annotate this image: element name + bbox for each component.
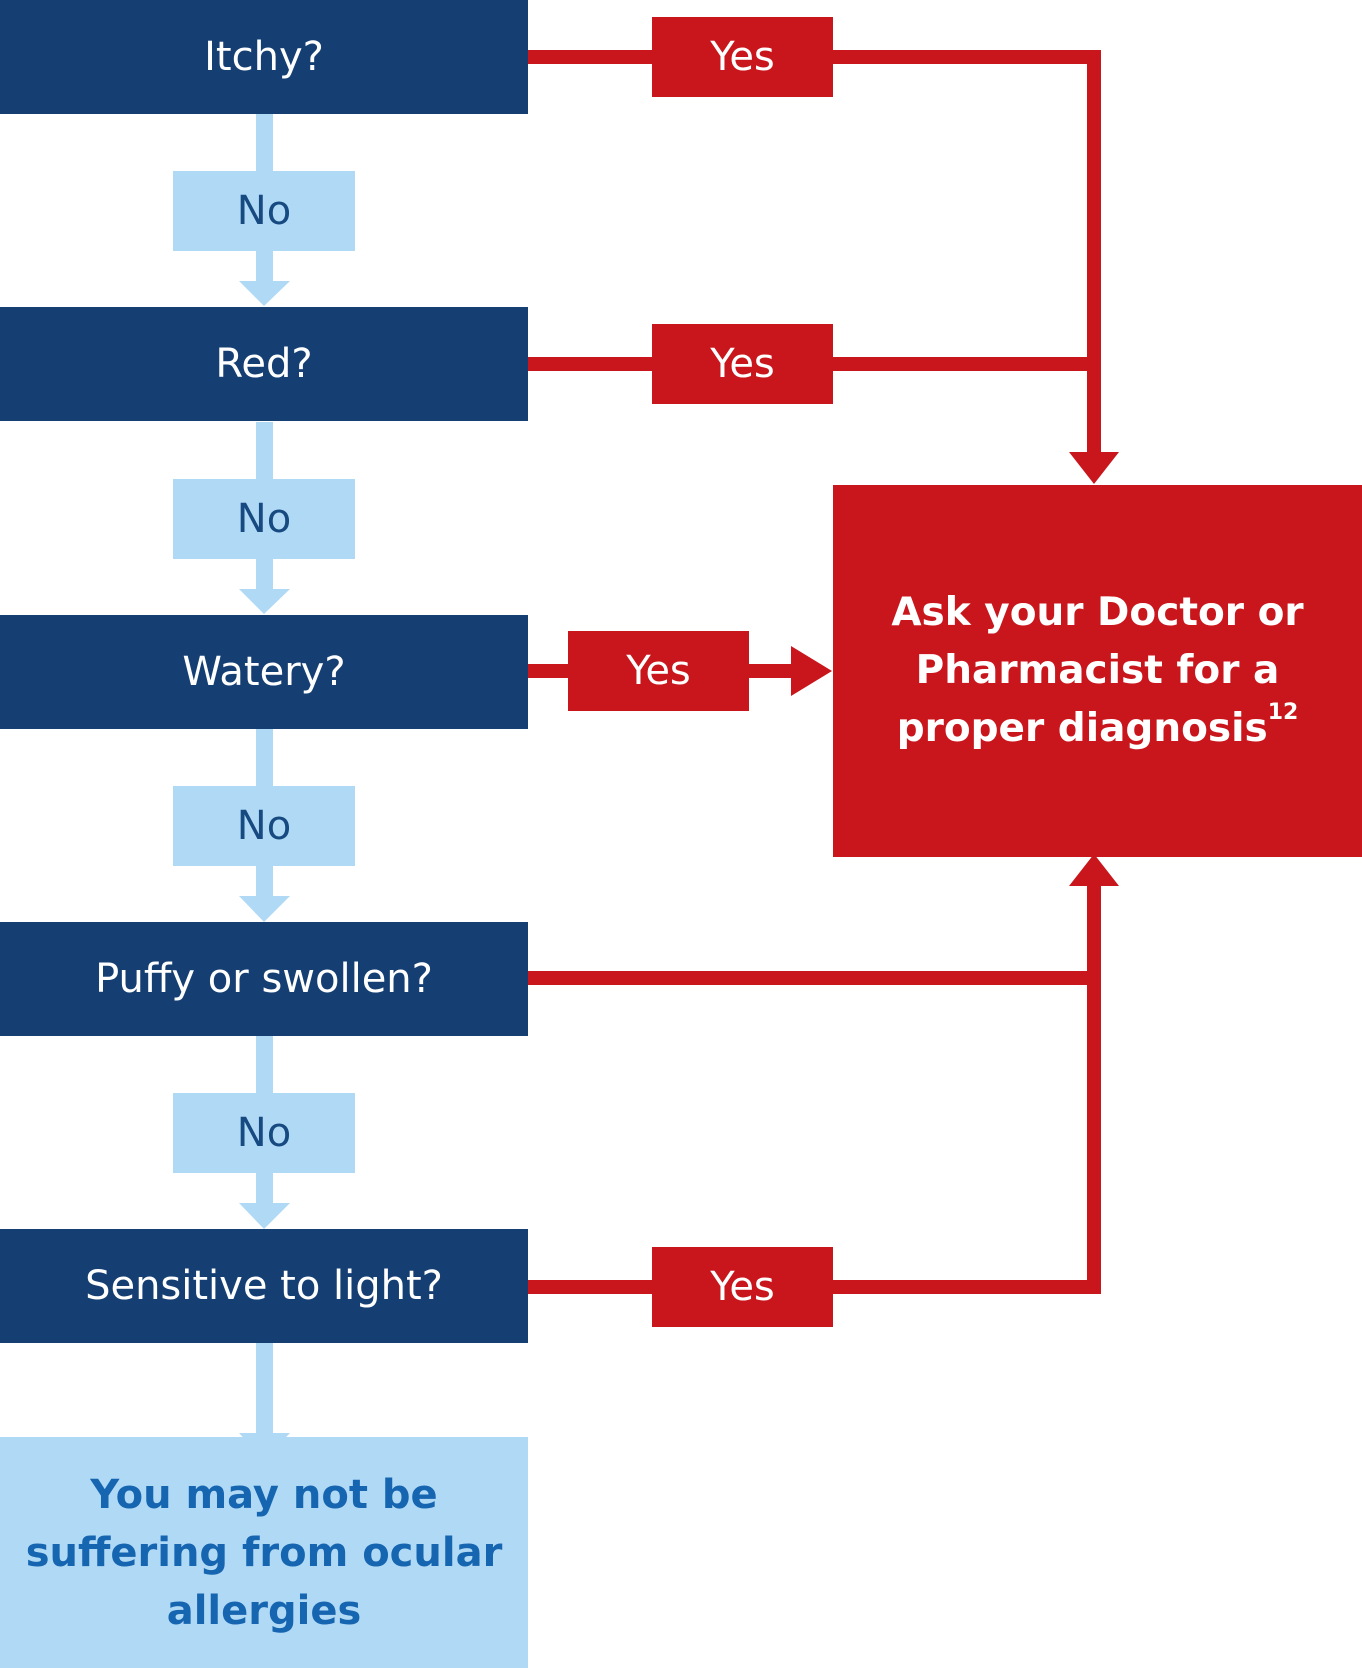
- result-text: You may not be suffering from ocular all…: [25, 1471, 503, 1634]
- question-sensitive-to-light: Sensitive to light?: [0, 1229, 528, 1343]
- no-label-4: No: [173, 1093, 355, 1173]
- yes-label-watery: Yes: [568, 631, 749, 711]
- reference-superscript: 12: [1267, 700, 1299, 725]
- no-label-2: No: [173, 479, 355, 559]
- no-label-3: No: [173, 786, 355, 866]
- yes-label-itchy: Yes: [652, 17, 833, 97]
- result-box: You may not be suffering from ocular all…: [0, 1437, 528, 1668]
- yes-label-red: Yes: [652, 324, 833, 404]
- outcome-text: Ask your Doctor or Pharmacist for a prop…: [891, 590, 1304, 751]
- question-puffy-or-swollen: Puffy or swollen?: [0, 922, 528, 1036]
- question-red: Red?: [0, 307, 528, 421]
- outcome-box: Ask your Doctor or Pharmacist for a prop…: [833, 485, 1362, 857]
- no-label-1: No: [173, 171, 355, 251]
- yes-label-sensitive: Yes: [652, 1247, 833, 1327]
- question-itchy: Itchy?: [0, 0, 528, 114]
- question-watery: Watery?: [0, 615, 528, 729]
